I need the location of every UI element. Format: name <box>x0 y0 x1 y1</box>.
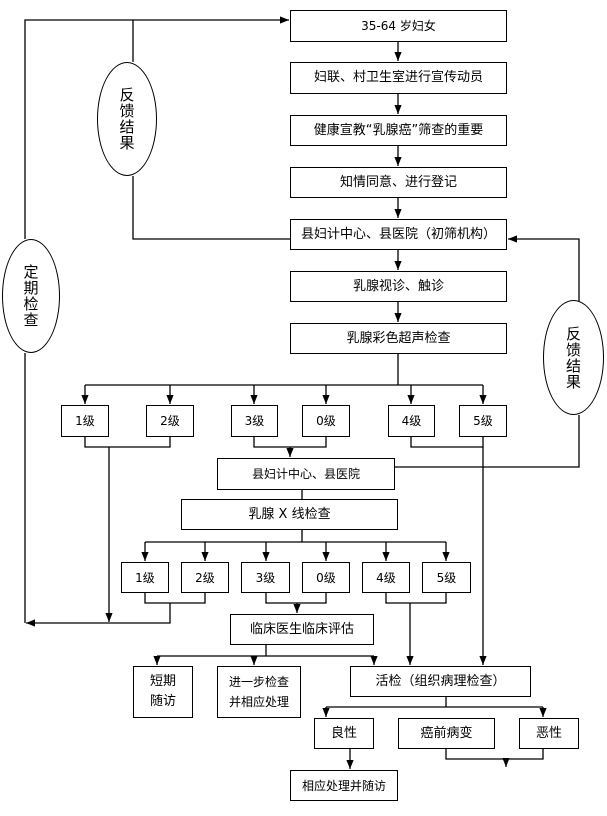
health-education-box: 健康宣教“乳腺癌”筛查的重要 <box>290 115 507 146</box>
precancerous-lesion-box: 癌前病变 <box>398 718 495 749</box>
further-exam-box: 进一步检查并相应处理 <box>217 666 301 718</box>
women-35-64-box: 35-64 岁妇女 <box>290 10 507 42</box>
us-level-3: 3级 <box>231 405 278 437</box>
us-level-1: 1级 <box>61 405 109 437</box>
feedback-label: 反馈结果 <box>564 325 582 390</box>
malignant-box: 恶性 <box>519 718 579 749</box>
xray-level-5: 5级 <box>422 562 471 593</box>
benign-box: 良性 <box>314 718 374 749</box>
initial-screening-institution-box: 县妇计中心、县医院（初筛机构） <box>290 219 507 250</box>
xray-level-0: 0级 <box>302 562 350 593</box>
consent-register-box: 知情同意、进行登记 <box>290 167 507 198</box>
xray-level-3: 3级 <box>241 562 290 593</box>
short-term-followup-box: 短期随访 <box>133 666 193 718</box>
county-hospital-box: 县妇计中心、县医院 <box>217 458 395 490</box>
biopsy-box: 活检（组织病理检查） <box>350 666 531 697</box>
feedback-result-ellipse-top: 反馈结果 <box>97 62 157 176</box>
ultrasound-box: 乳腺彩色超声检查 <box>290 323 507 354</box>
feedback-result-ellipse-right: 反馈结果 <box>543 300 604 415</box>
us-level-2: 2级 <box>146 405 194 437</box>
palpation-box: 乳腺视诊、触诊 <box>290 271 507 302</box>
xray-box: 乳腺 X 线检查 <box>181 499 398 530</box>
feedback-label: 反馈结果 <box>117 87 136 151</box>
xray-level-4: 4级 <box>362 562 410 593</box>
us-level-5: 5级 <box>459 405 507 437</box>
xray-level-2: 2级 <box>181 562 229 593</box>
xray-level-1: 1级 <box>121 562 169 593</box>
clinical-evaluation-box: 临床医生临床评估 <box>230 614 374 645</box>
us-level-4: 4级 <box>388 405 435 437</box>
us-level-0: 0级 <box>302 405 350 437</box>
publicity-box: 妇联、村卫生室进行宣传动员 <box>290 62 507 94</box>
treatment-followup-box: 相应处理并随访 <box>290 770 398 801</box>
regular-check-ellipse: 定期检查 <box>2 239 60 353</box>
regular-check-label: 定期检查 <box>21 264 40 328</box>
